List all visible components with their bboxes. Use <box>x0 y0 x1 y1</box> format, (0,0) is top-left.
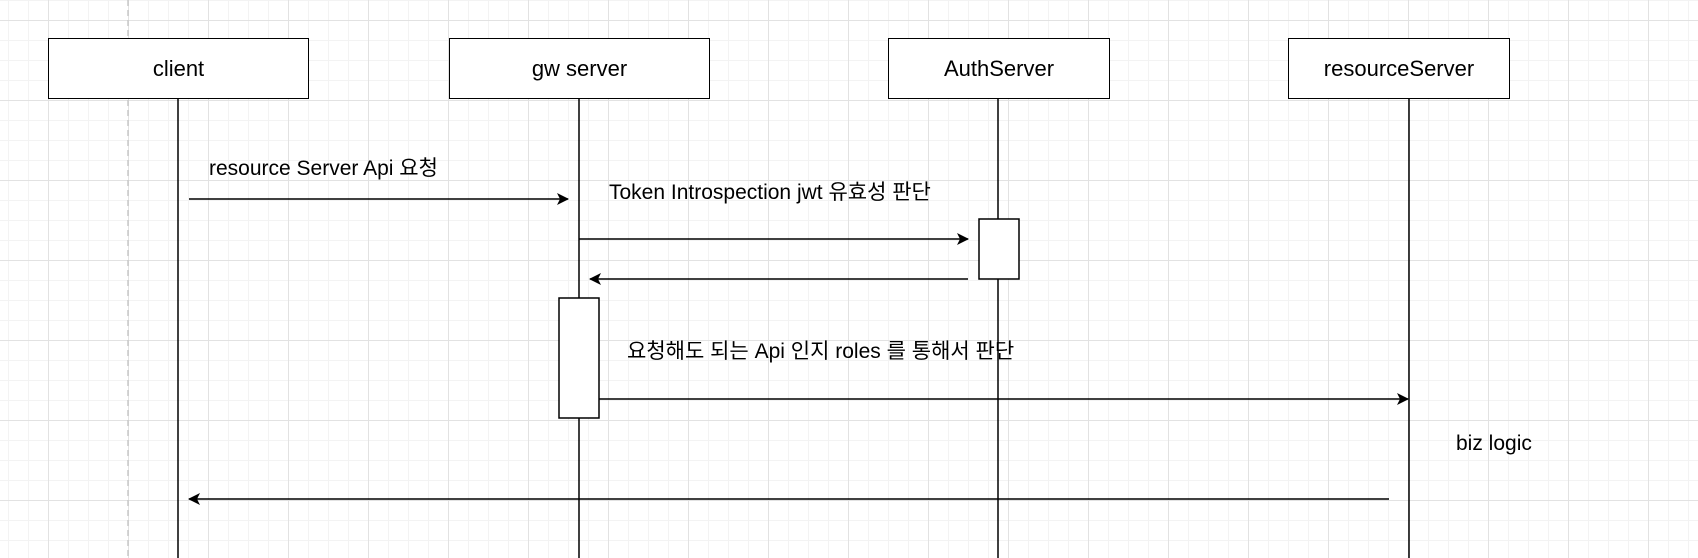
participant-auth-server[interactable]: AuthServer <box>888 38 1110 99</box>
participant-resource-server[interactable]: resourceServer <box>1288 38 1510 99</box>
message-label-biz-logic: biz logic <box>1456 432 1532 455</box>
message-label-resource-request: resource Server Api 요청 <box>209 157 438 180</box>
activation-auth-server <box>978 218 1020 280</box>
message-label-roles-check: 요청해도 되는 Api 인지 roles 를 통해서 판단 <box>627 340 1015 363</box>
participant-label: resourceServer <box>1323 55 1475 81</box>
message-label-token-introspection: Token Introspection jwt 유효성 판단 <box>609 181 931 204</box>
participant-label: AuthServer <box>943 55 1055 81</box>
participant-gw-server[interactable]: gw server <box>449 38 710 99</box>
participant-client[interactable]: client <box>48 38 309 99</box>
activation-gw-server <box>558 297 600 419</box>
participant-label: gw server <box>531 55 628 81</box>
participant-label: client <box>152 55 205 81</box>
